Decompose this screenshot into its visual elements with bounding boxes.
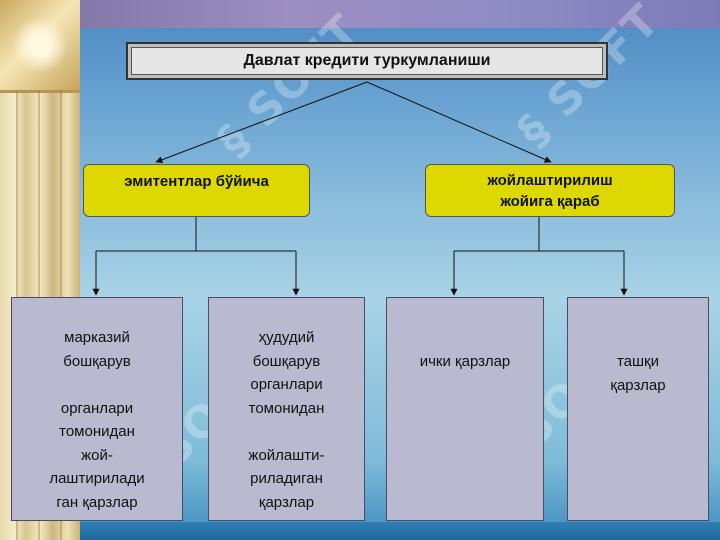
leaf-text-line: бошқарув bbox=[252, 352, 321, 370]
leaf-text-line bbox=[209, 420, 364, 444]
branch-box-issuers: эмитентлар бўйича bbox=[83, 164, 310, 217]
diagram-title: Давлат кредити туркумланиши bbox=[126, 42, 608, 80]
leaf-text-line: ган қарзлар bbox=[56, 493, 138, 511]
leaf-text-line: жойлашти- bbox=[248, 446, 325, 464]
branch-box-placement: жойлаштирилиш жойига қараб bbox=[425, 164, 675, 217]
branch-label-line: жойига қараб bbox=[500, 193, 600, 210]
arrow-title-to-left-branch bbox=[155, 81, 368, 164]
bottom-band bbox=[80, 522, 720, 540]
leaf-text-line: органлари bbox=[250, 376, 323, 393]
leaf-text-line: марказий bbox=[64, 329, 130, 346]
leaf-box-domestic-debts: ички қарзлар bbox=[386, 297, 544, 521]
arrow-title-to-right-branch bbox=[366, 81, 552, 163]
leaf-text-line bbox=[12, 373, 182, 397]
leaf-text-line: ҳудудий bbox=[258, 329, 315, 346]
branch-label-line: жойлаштирилиш bbox=[487, 172, 613, 189]
leaf-box-regional-debts: ҳудудий бошқарув органлари томонидан жой… bbox=[208, 297, 365, 521]
top-band bbox=[0, 0, 720, 28]
branch-label-line: эмитентлар бўйича bbox=[124, 173, 269, 190]
leaf-text-line: томонидан bbox=[59, 423, 135, 440]
leaf-text-line: ташқи bbox=[616, 353, 660, 370]
leaf-text-line: лаштирилади bbox=[49, 470, 145, 487]
leaf-box-external-debts: ташқи қарзлар bbox=[567, 297, 709, 521]
pillar-ornament bbox=[0, 0, 80, 93]
leaf-text-line: қарзлар bbox=[258, 493, 315, 511]
leaf-text-line: томонидан bbox=[248, 399, 325, 417]
leaf-text-line: риладиган bbox=[250, 470, 323, 487]
leaf-text-line: жой- bbox=[81, 446, 113, 464]
leaf-text-line: бошқарув bbox=[63, 352, 131, 370]
leaf-text-line: қарзлар bbox=[610, 376, 666, 394]
leaf-box-central-debts: марказий бошқарув органлари томонидан жо… bbox=[11, 297, 183, 521]
leaf-text-line: ички қарзлар bbox=[419, 353, 511, 370]
leaf-text-line: органлари bbox=[60, 399, 134, 417]
